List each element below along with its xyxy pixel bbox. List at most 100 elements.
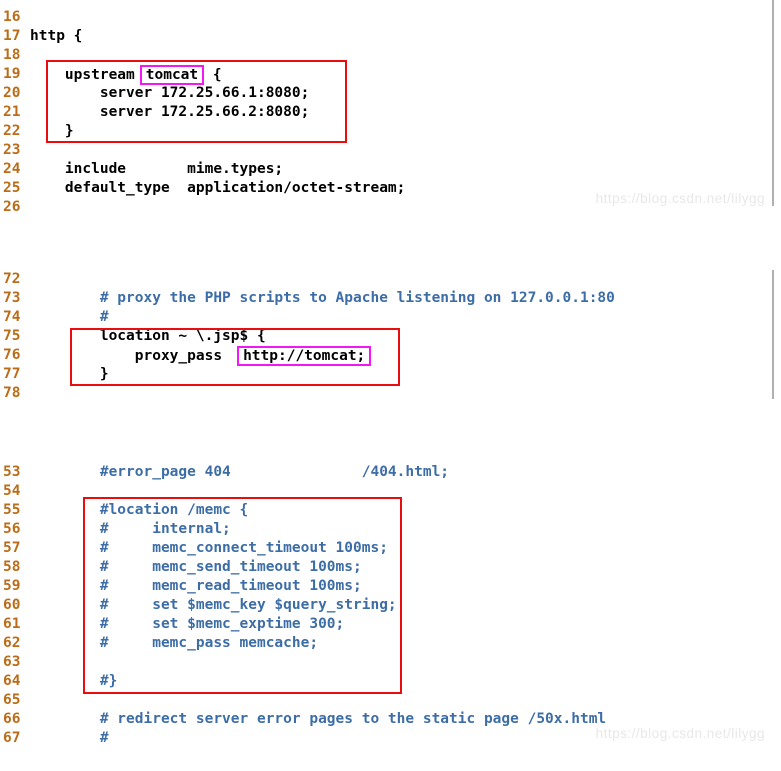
code-text: } [30, 365, 109, 384]
line-number: 17 [3, 28, 21, 44]
directive-text: default_type application/octet-stream; [30, 180, 406, 196]
code-line: 58 # memc_send_timeout 100ms; [0, 558, 781, 577]
code-text: default_type application/octet-stream; [30, 179, 405, 198]
line-number: 16 [3, 9, 21, 25]
directive-text: http { [30, 28, 83, 44]
code-text: } [30, 122, 74, 141]
code-text: #} [30, 672, 117, 691]
line-number: 56 [3, 521, 21, 537]
comment-text: #error_page 404 /404.html; [30, 464, 450, 480]
comment-text: # memc_connect_timeout 100ms; [30, 540, 388, 556]
code-line: 63 [0, 653, 781, 672]
code-text: server 172.25.66.2:8080; [30, 103, 310, 122]
line-number: 75 [3, 328, 21, 344]
code-line: 60 # set $memc_key $query_string; [0, 596, 781, 615]
code-text: # memc_send_timeout 100ms; [30, 558, 362, 577]
code-line: 66 # redirect server error pages to the … [0, 710, 781, 729]
code-text: # memc_read_timeout 100ms; [30, 577, 362, 596]
directive-text: location ~ \.jsp$ { [30, 328, 266, 344]
nginx-location-jsp-block: 72 73 # proxy the PHP scripts to Apache l… [0, 270, 781, 403]
line-number: 65 [3, 692, 21, 708]
comment-text: # redirect server error pages to the sta… [30, 711, 607, 727]
code-text: # [30, 308, 109, 327]
code-text: include mime.types; [30, 160, 283, 179]
code-line: 74 # [0, 308, 781, 327]
line-number: 53 [3, 464, 21, 480]
comment-text: # memc_send_timeout 100ms; [30, 559, 362, 575]
code-text: # memc_pass memcache; [30, 634, 318, 653]
code-line: 62 # memc_pass memcache; [0, 634, 781, 653]
code-text: http { [30, 27, 82, 46]
code-line: 18 [0, 46, 781, 65]
code-line: 72 [0, 270, 781, 289]
comment-text: # memc_pass memcache; [30, 635, 319, 651]
line-number: 23 [3, 142, 21, 158]
comment-text: # [30, 730, 109, 746]
code-line: 22 } [0, 122, 781, 141]
line-number: 25 [3, 180, 21, 196]
line-number: 66 [3, 711, 21, 727]
line-number: 64 [3, 673, 21, 689]
code-text: server 172.25.66.1:8080; [30, 84, 310, 103]
line-number: 63 [3, 654, 21, 670]
code-text: location ~ \.jsp$ { [30, 327, 266, 346]
code-line: 26 [0, 198, 781, 217]
code-line: 64 #} [0, 672, 781, 691]
magenta-highlight-box: tomcat [139, 65, 205, 85]
directive-text: { [204, 67, 222, 83]
code-text: #location /memc { [30, 501, 248, 520]
directive-text: server 172.25.66.1:8080; [30, 85, 310, 101]
line-number: 20 [3, 85, 21, 101]
line-number: 57 [3, 540, 21, 556]
line-number: 19 [3, 66, 21, 82]
code-line: 16 [0, 8, 781, 27]
line-number: 55 [3, 502, 21, 518]
code-line: 55 #location /memc { [0, 501, 781, 520]
code-line: 59 # memc_read_timeout 100ms; [0, 577, 781, 596]
code-text: # [30, 729, 109, 748]
code-line: 78 [0, 384, 781, 403]
comment-text: # [30, 309, 109, 325]
directive-text: server 172.25.66.2:8080; [30, 104, 310, 120]
line-number: 58 [3, 559, 21, 575]
line-number: 21 [3, 104, 21, 120]
code-line: 25 default_type application/octet-stream… [0, 179, 781, 198]
csdn-watermark-bottom: https://blog.csdn.net/lilygg [595, 726, 765, 741]
comment-text: # memc_read_timeout 100ms; [30, 578, 362, 594]
directive-text: proxy_pass [30, 348, 223, 364]
line-number: 60 [3, 597, 21, 613]
code-line: 21 server 172.25.66.2:8080; [0, 103, 781, 122]
line-number: 24 [3, 161, 21, 177]
comment-text: # proxy the PHP scripts to Apache listen… [30, 290, 615, 306]
comment-text: # set $memc_exptime 300; [30, 616, 345, 632]
code-text: # set $memc_key $query_string; [30, 596, 397, 615]
line-number: 77 [3, 366, 21, 382]
line-number: 54 [3, 483, 21, 499]
line-number: 72 [3, 271, 21, 287]
code-text: # redirect server error pages to the sta… [30, 710, 606, 729]
comment-text: #} [30, 673, 118, 689]
directive-text: } [30, 366, 109, 382]
window-edge-line [772, 270, 774, 399]
code-line: 53 #error_page 404 /404.html; [0, 463, 781, 482]
code-line: 24 include mime.types; [0, 160, 781, 179]
line-number: 61 [3, 616, 21, 632]
line-number: 76 [3, 347, 21, 363]
line-number: 67 [3, 730, 21, 746]
code-text: # memc_connect_timeout 100ms; [30, 539, 388, 558]
window-edge-line [772, 0, 774, 206]
csdn-watermark-top: https://blog.csdn.net/lilygg [595, 191, 765, 206]
line-number: 73 [3, 290, 21, 306]
code-text: # internal; [30, 520, 231, 539]
code-line: 61 # set $memc_exptime 300; [0, 615, 781, 634]
comment-text: # internal; [30, 521, 231, 537]
code-line: 20 server 172.25.66.1:8080; [0, 84, 781, 103]
comment-text: # set $memc_key $query_string; [30, 597, 397, 613]
